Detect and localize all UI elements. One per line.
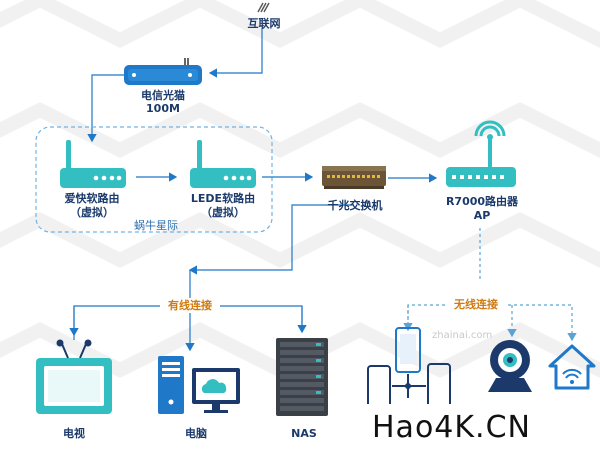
nas-label: NAS [291,427,317,440]
internet-label: 互联网 [247,17,281,30]
wired-label: 有线连接 [160,298,220,313]
switch-label: 千兆交换机 [327,199,383,212]
connector-wireless [403,228,577,342]
connector-wired [69,204,354,352]
gigabit-switch-icon [322,166,386,189]
wireless-label: 无线连接 [446,297,506,312]
ikuai-label-line1: 爱快软路由 [64,192,120,205]
pc-icon [158,356,240,414]
modem-label-line2: 100M [146,102,180,115]
modem-icon [124,58,202,85]
pc-label: 电脑 [185,427,207,440]
r7000-label-line2: AP [473,209,491,222]
nas-icon [276,338,328,416]
ikuai-label-line2: （虚拟） [70,206,114,219]
r7000-router-icon [446,120,516,187]
host-label: 蜗牛星际 [134,219,178,232]
lede-router-icon [190,140,256,188]
tv-label: 电视 [63,427,85,440]
modem-label-line1: 电信光猫 [141,89,185,102]
smart-home-icon [548,344,596,390]
connector-modem-ikuai [87,74,124,143]
watermark-url: zhainai.com [432,330,493,341]
tv-icon [36,339,112,414]
lede-label-line2: （虚拟） [201,206,245,219]
r7000-label-line1: R7000路由器 [445,195,519,208]
webcam-icon [488,340,532,392]
brand-watermark: Hao4K.CN [360,404,600,454]
ikuai-router-icon [60,140,126,188]
brand-text: Hao4K.CN [372,410,531,445]
lede-label-line1: LEDE软路由 [190,192,256,205]
internet-icon [257,2,270,13]
connector-internet-modem [208,28,263,78]
virtual-host-box [35,126,273,233]
